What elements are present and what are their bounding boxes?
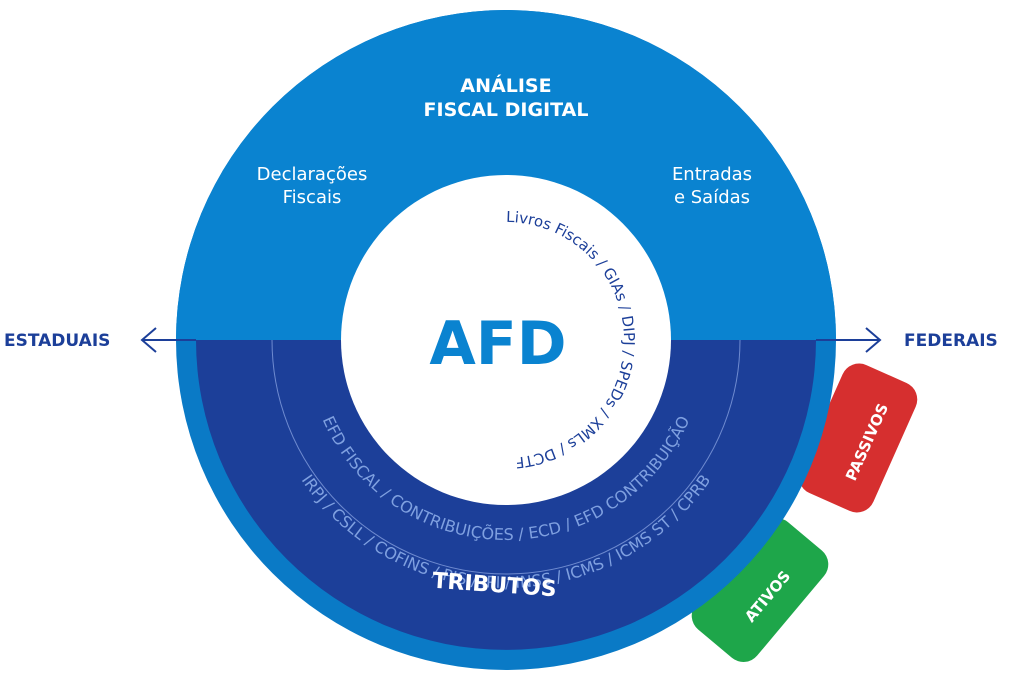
declaracoes-line2: Fiscais	[283, 187, 342, 208]
top-title-line1: ANÁLISE	[460, 74, 551, 97]
federais-label: FEDERAIS	[904, 331, 998, 351]
entradas-line1: Entradas	[672, 164, 752, 185]
estaduais-label: ESTADUAIS	[4, 331, 110, 351]
separator-ring	[271, 339, 741, 575]
estaduais-arrow	[140, 327, 196, 353]
passivos-tab[interactable]: PASSIVOS	[793, 358, 923, 518]
top-title-line2: FISCAL DIGITAL	[424, 99, 589, 121]
ativos-tab[interactable]: ATIVOS	[684, 511, 835, 670]
entradas-line2: e Saídas	[674, 187, 750, 208]
federais-arrow	[816, 327, 882, 353]
declaracoes-line1: Declarações	[257, 164, 368, 185]
center-title: AFD	[429, 309, 566, 379]
center-circle	[341, 175, 671, 505]
